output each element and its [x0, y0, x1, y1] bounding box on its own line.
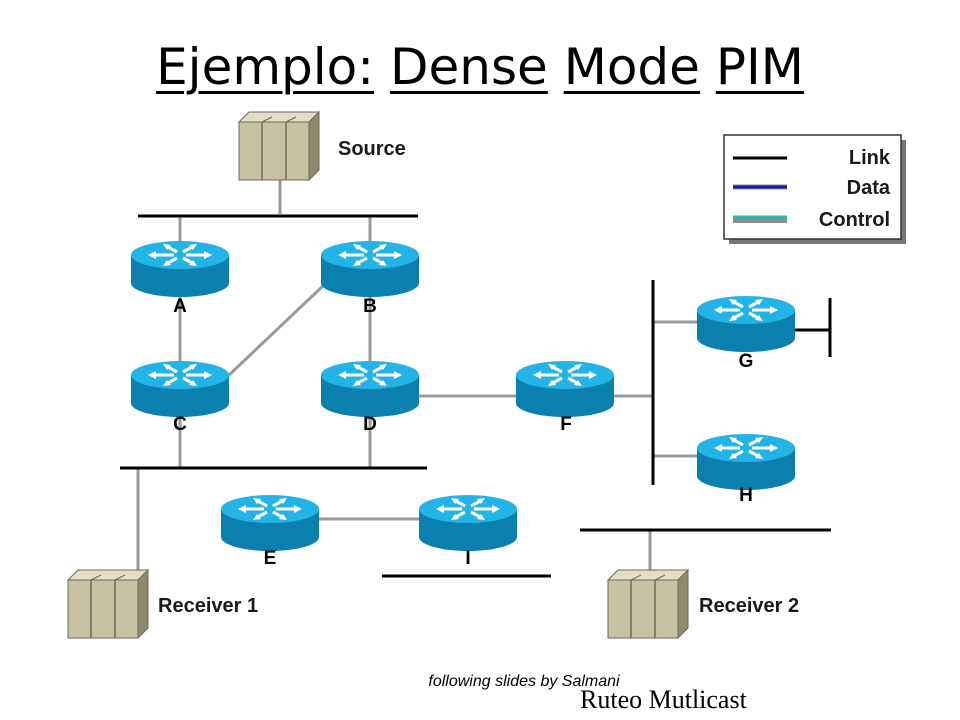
router-c-icon: [129, 359, 231, 419]
title-word-pim: PIM: [715, 38, 804, 96]
receiver1-label: Receiver 1: [158, 595, 258, 617]
router-h-label: H: [739, 485, 753, 506]
legend-control-label: Control: [819, 209, 890, 231]
legend: Link Data Control: [723, 134, 906, 244]
credit-note: following slides by Salmani: [428, 673, 620, 690]
footer-label: Ruteo Mutlicast: [580, 685, 748, 714]
router-b-icon: [319, 239, 421, 299]
router-g-icon: [695, 294, 797, 354]
receiver1-server-icon: [67, 569, 149, 639]
title-word-dense: Dense: [390, 38, 548, 96]
receiver2-server-icon: [607, 569, 689, 639]
router-e-icon: [219, 493, 321, 553]
title-word-ejemplo: Ejemplo:: [156, 38, 375, 96]
router-i-label: I: [465, 548, 470, 569]
legend-data-label: Data: [847, 177, 891, 199]
router-f-label: F: [560, 414, 572, 435]
router-a-label: A: [173, 296, 187, 317]
title-word-mode: Mode: [563, 38, 700, 96]
legend-link-label: Link: [849, 147, 891, 169]
router-e-label: E: [264, 548, 277, 569]
router-c-label: C: [173, 414, 187, 435]
source-label: Source: [338, 138, 406, 160]
router-g-label: G: [739, 351, 754, 372]
lan-segments: [120, 214, 832, 578]
router-d-label: D: [363, 414, 377, 435]
source-server-icon: [238, 111, 320, 181]
router-f-icon: [514, 359, 616, 419]
router-i-icon: [417, 493, 519, 553]
page-title: Ejemplo: Dense Mode PIM: [0, 38, 960, 96]
router-b-label: B: [363, 296, 377, 317]
router-h-icon: [695, 432, 797, 492]
router-a-icon: [129, 239, 231, 299]
router-d-icon: [319, 359, 421, 419]
link-c-b: [226, 282, 327, 378]
receiver2-label: Receiver 2: [699, 595, 799, 617]
